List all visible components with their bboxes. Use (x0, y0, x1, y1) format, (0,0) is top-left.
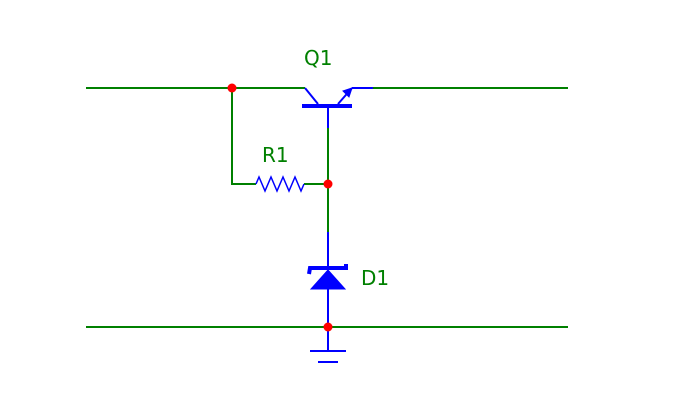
d1-label: D1 (361, 266, 389, 290)
junction-dot-base (323, 179, 333, 189)
junction-dots (227, 83, 333, 332)
d1-triangle (309, 269, 347, 290)
junction-dot-top-rail (227, 83, 237, 93)
q1-emitter-arrow (342, 87, 353, 98)
q1-label: Q1 (304, 46, 332, 70)
junction-dot-bottom-rail (323, 322, 333, 332)
r1-zigzag (255, 175, 305, 193)
r1-left-wire (231, 88, 256, 185)
d1-cathode-bar (307, 264, 348, 275)
r1-label: R1 (262, 143, 289, 167)
labels: Q1 R1 D1 (262, 46, 389, 290)
zener-diode-d1 (307, 232, 348, 327)
q1-collector-lead (304, 87, 319, 105)
ground-symbol (310, 327, 346, 363)
transistor-q1 (302, 87, 373, 128)
resistor-r1 (255, 175, 305, 193)
